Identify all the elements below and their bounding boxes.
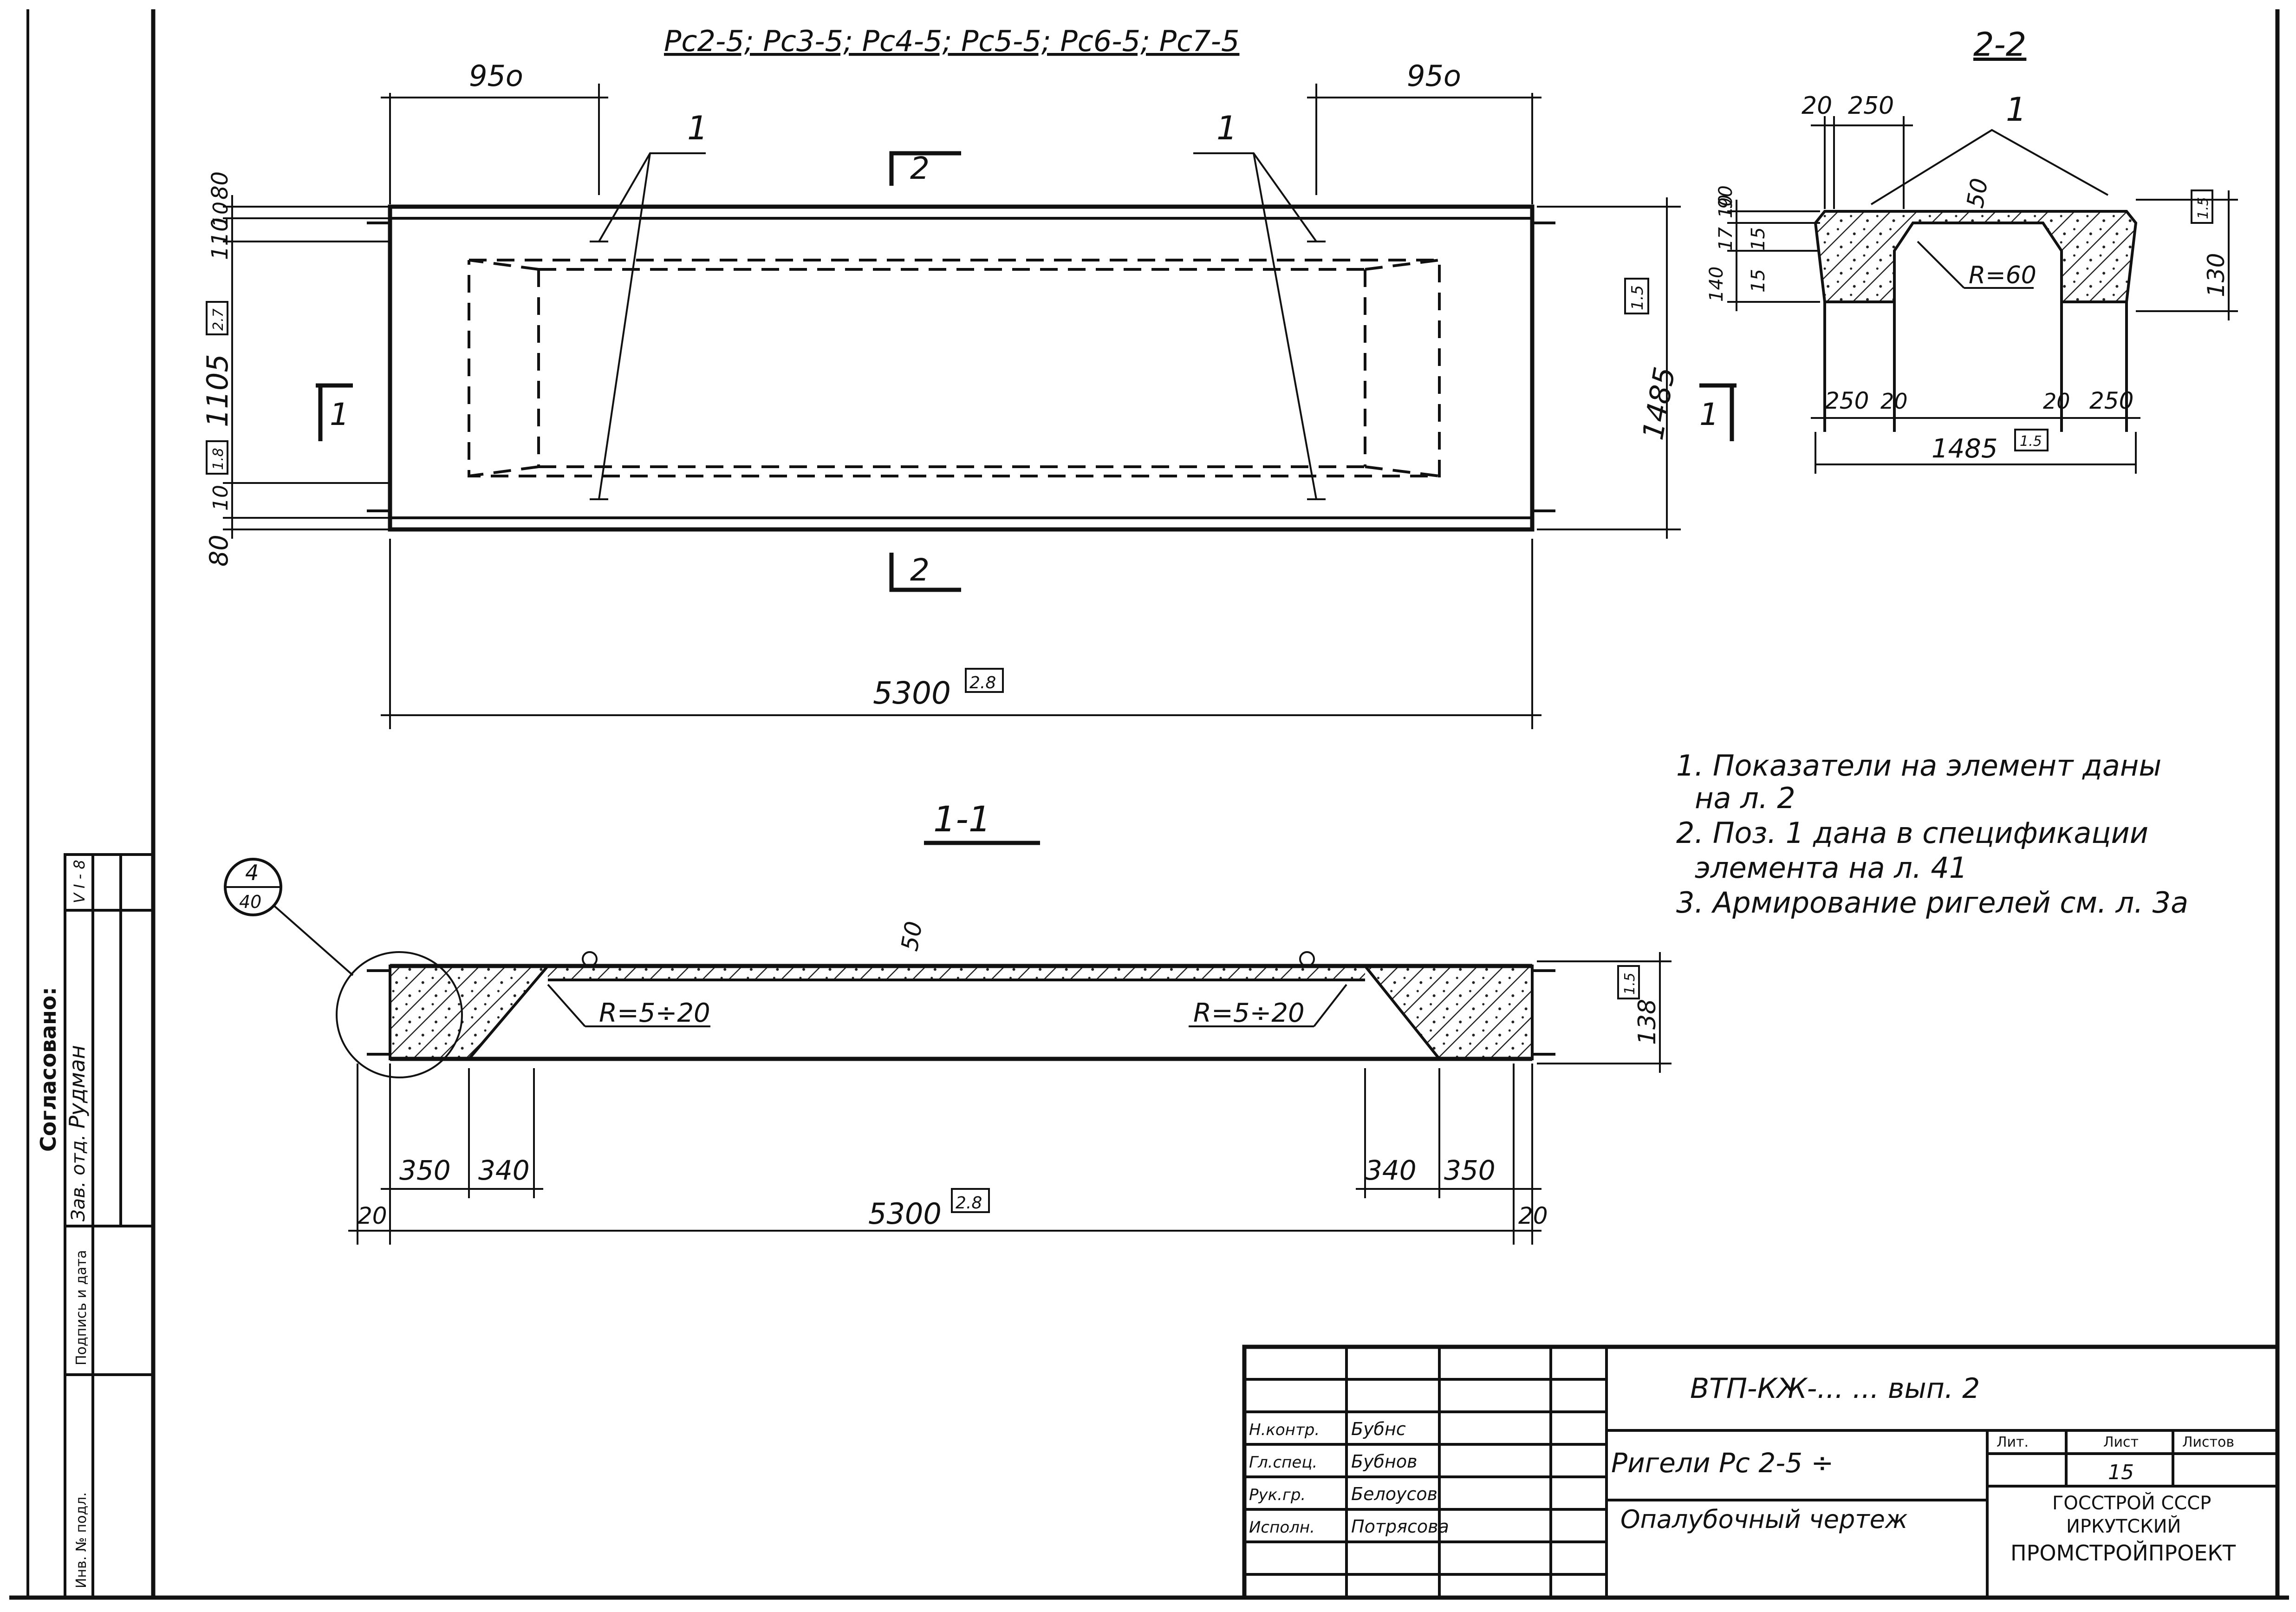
s22-dim-bottom-250-right: 250 — [2089, 387, 2133, 414]
s22-dim-width: 1485 — [1932, 434, 1998, 464]
note-line-3: 2. Поз. 1 дана в спецификации — [1676, 816, 2148, 850]
s11-dim-50: 50 — [896, 919, 928, 953]
s22-dim-bottom-250-left: 250 — [1825, 387, 1869, 414]
stamp-row-2: Рудман — [65, 1045, 90, 1129]
s22-dim-stack-1: 10 — [1715, 195, 1737, 218]
role-2: Гл.спец. — [1249, 1453, 1317, 1472]
s22-dim-height: 130 — [2203, 253, 2230, 297]
section-2-2-title: 2-2 — [1973, 26, 2026, 64]
role-1: Н.контр. — [1249, 1421, 1320, 1439]
name-1: Бубнс — [1351, 1419, 1406, 1439]
s11-radius-left: R=5÷20 — [599, 998, 710, 1028]
note-line-2: на л. 2 — [1695, 781, 1795, 815]
sheet-number: 15 — [2108, 1461, 2134, 1484]
plan-dim-length: 5300 — [873, 675, 951, 711]
plan-dim-stack-ref-b: 1.8 — [210, 448, 227, 470]
stamp-col-label-2: Подпись и дата — [73, 1250, 90, 1366]
detail-callout-sheet: 40 — [239, 892, 261, 912]
plan-dim-length-ref: 2.8 — [969, 673, 996, 692]
s11-dim-length: 5300 — [868, 1197, 942, 1231]
element-name: Ригели Рс 2-5 ÷ — [1611, 1447, 1834, 1479]
plan-dim-stack-5: 10 — [209, 485, 233, 511]
s22-radius: R=60 — [1969, 261, 2036, 289]
col-sheet: Лист — [2103, 1434, 2139, 1450]
plan-dim-stack-4: 1105 — [201, 354, 234, 427]
plan-dim-950-right: 95о — [1407, 59, 1461, 93]
s22-dim-stack-5: 15 — [1748, 269, 1769, 293]
s22-dim-width-ref: 1.5 — [2020, 433, 2042, 450]
plan-view: 1 1 2 2 1 1 95о 95о 5300 2.8 1485 1. — [201, 59, 1737, 729]
section-mark-2-top: 2 — [910, 150, 930, 186]
name-4: Потрясова — [1351, 1516, 1449, 1537]
s11-dim-length-ref: 2.8 — [956, 1194, 982, 1213]
stamp-row-1: Зав. отд. — [68, 1135, 89, 1221]
stamp-col-label-1: Инв. № подл. — [73, 1492, 90, 1588]
note-line-4: элемента на л. 41 — [1695, 851, 1967, 885]
section-mark-1-left: 1 — [330, 397, 349, 432]
section-mark-2-bottom: 2 — [910, 552, 930, 588]
role-3: Рук.гр. — [1249, 1486, 1306, 1504]
s22-dim-50: 50 — [1962, 176, 1993, 210]
s22-dim-stack-4: 15 — [1748, 227, 1769, 251]
section-1-1-title: 1-1 — [933, 798, 991, 840]
s22-dim-stack-3: 90 — [1715, 185, 1737, 209]
plan-dim-stack-ref-a: 2.7 — [210, 308, 227, 331]
s22-dim-bottom-20-left: 20 — [1880, 389, 1908, 414]
s11-dim-height-ref: 1.5 — [1622, 972, 1638, 995]
doc-code: ВТП-КЖ-... ... вып. 2 — [1690, 1372, 1980, 1405]
section-mark-1-right: 1 — [1699, 397, 1719, 432]
notes: 1. Показатели на элемент даны на л. 2 2.… — [1676, 749, 2188, 920]
section-2-2: 2-2 1 20 250 50 R=60 10 17 90 15 15 140 … — [1706, 26, 2238, 474]
s22-dim-top-250: 250 — [1848, 92, 1894, 120]
title-block: ВТП-КЖ-... ... вып. 2 Н.контр. Гл.спец. … — [1242, 1344, 2280, 1600]
plan-dim-stack-1: 80 — [207, 171, 233, 200]
s11-dim-height: 138 — [1633, 999, 1661, 1045]
detail-callout-num: 4 — [245, 860, 259, 885]
s11-dim-340-left: 340 — [478, 1155, 530, 1186]
role-4: Исполн. — [1249, 1518, 1315, 1537]
s11-dim-350-left: 350 — [399, 1155, 451, 1186]
org-line-3: ПРОМСТРОЙПРОЕКТ — [2010, 1540, 2236, 1566]
element-marks-title: Рс2-5; Рс3-5; Рс4-5; Рс5-5; Рс6-5; Рс7-5 — [664, 24, 1239, 58]
drawing-name: Опалубочный чертеж — [1620, 1505, 1908, 1534]
plan-dim-width-ref: 1.5 — [1628, 285, 1647, 310]
stamp-corner-code: V I - 8 — [71, 860, 88, 903]
sheet-frame — [9, 9, 2289, 1600]
note-line-5: 3. Армирование ригелей см. л. 3а — [1676, 886, 2188, 920]
section-1-1: 1-1 4 40 50 R=5÷20 R=5÷20 138 1.5 — [224, 798, 1672, 1245]
s11-radius-right: R=5÷20 — [1193, 998, 1305, 1028]
org-line-1: ГОССТРОЙ СССР — [2052, 1492, 2211, 1514]
note-line-1: 1. Показатели на элемент даны — [1676, 749, 2161, 783]
leader-label-1-left: 1 — [687, 109, 708, 147]
section-2-2-leader-label: 1 — [2006, 91, 2027, 129]
s11-dim-20-left: 20 — [358, 1202, 387, 1229]
s22-dim-top-20: 20 — [1802, 92, 1832, 120]
s22-dim-bottom-20-right: 20 — [2043, 389, 2070, 414]
s22-dim-stack-6: 140 — [1706, 267, 1727, 302]
s22-dim-stack-2: 17 — [1715, 227, 1737, 251]
name-2: Бубнов — [1351, 1451, 1417, 1472]
col-stage: Лит. — [1997, 1434, 2029, 1450]
side-stamp: Согласовано: Зав. отд. Рудман V I - 8 Ин… — [36, 853, 155, 1599]
plan-dim-stack-6: 80 — [204, 535, 234, 567]
org-line-2: ИРКУТСКИЙ — [2066, 1515, 2181, 1537]
s11-dim-350-right: 350 — [1444, 1155, 1496, 1186]
plan-dim-stack-2: 10 — [209, 202, 233, 228]
s11-dim-340-right: 340 — [1365, 1155, 1417, 1186]
col-sheets: Листов — [2182, 1434, 2234, 1450]
name-3: Белоусов — [1351, 1484, 1437, 1504]
plan-dim-950-left: 95о — [469, 59, 523, 93]
s22-dim-height-ref: 1.5 — [2195, 197, 2211, 219]
agreed-label: Согласовано: — [36, 987, 61, 1152]
s11-dim-20-right: 20 — [1518, 1202, 1548, 1229]
plan-dim-stack-3: 110 — [207, 217, 233, 260]
plan-dim-width: 1485 — [1636, 365, 1682, 443]
leader-label-1-right: 1 — [1216, 109, 1237, 147]
